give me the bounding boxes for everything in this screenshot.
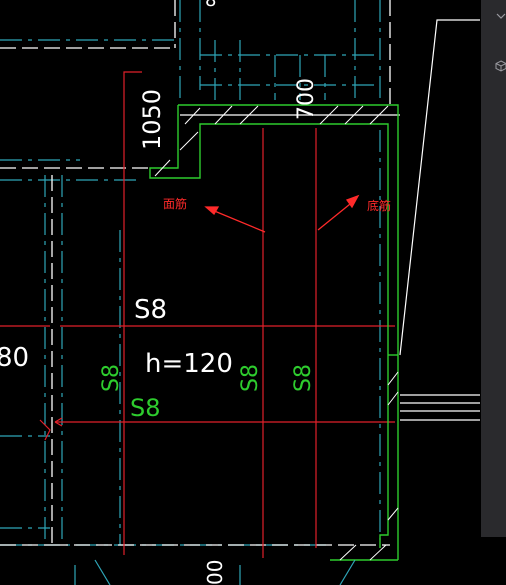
dimension-top: 8	[205, 0, 216, 11]
rebar-label-vertical-middle: S8	[238, 364, 263, 392]
wall-hatching	[154, 105, 399, 561]
dimension-80: 80	[0, 343, 29, 373]
slab-label: S8	[134, 295, 167, 325]
cyan-bottom-lines	[74, 559, 356, 585]
dimension-1050: 1050	[138, 89, 166, 150]
rebar-label-vertical-left: S8	[99, 364, 124, 392]
slab-thickness-label: h=120	[145, 349, 233, 379]
rebar-label-vertical-right: S8	[291, 364, 316, 392]
dimension-700: 700	[294, 78, 319, 120]
dropdown-icon[interactable]	[495, 10, 506, 22]
red-rebar-lines	[0, 71, 395, 558]
annotation-bottom-rebar: 底筋	[367, 198, 391, 213]
cube-icon[interactable]	[495, 60, 506, 72]
side-panel[interactable]	[481, 0, 506, 537]
rebar-label-horizontal: S8	[130, 394, 161, 422]
cyan-dashed-lines	[0, 0, 381, 546]
green-wall-outline	[149, 104, 399, 561]
red-annotation-arrows	[204, 194, 360, 233]
annotation-top-rebar: 面筋	[163, 196, 187, 211]
dimension-bottom: 00	[203, 560, 227, 585]
white-dashed-outline	[0, 0, 391, 546]
white-solid-lines	[180, 19, 480, 421]
